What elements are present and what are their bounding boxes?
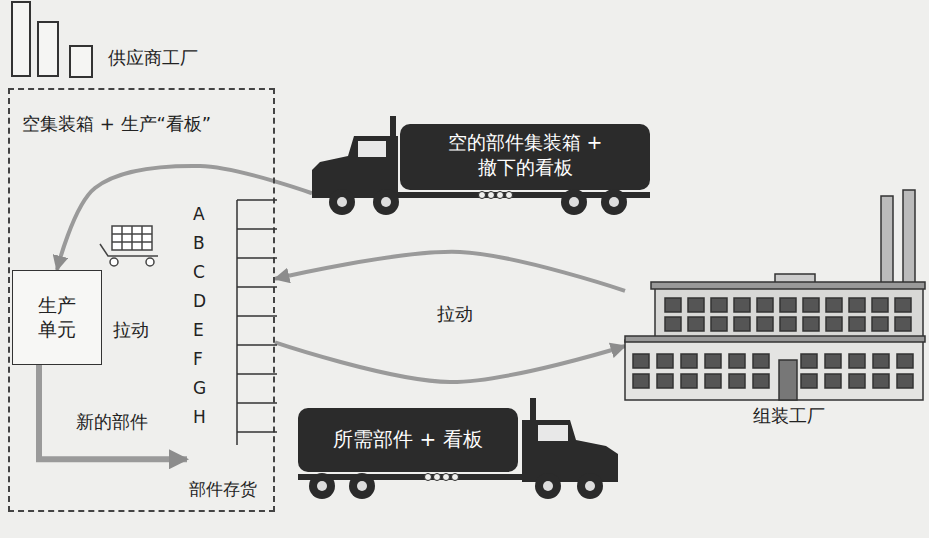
shelf-label: D xyxy=(193,291,206,311)
process-label: 生产 单元 xyxy=(36,294,78,342)
truck-empty-containers: 空的部件集装箱 + 撤下的看板 xyxy=(312,122,652,217)
heading: 供应商工厂 xyxy=(108,46,198,70)
plant-label: 组装工厂 xyxy=(753,404,825,428)
edge-label: 空集装箱 + 生产“看板” xyxy=(22,112,211,136)
supplier-factory-icon xyxy=(12,2,92,77)
factory-drawing xyxy=(625,190,925,400)
flow-arrow xyxy=(275,342,625,382)
shelf-label: C xyxy=(193,262,205,282)
shelf-label: A xyxy=(193,204,205,224)
edge-label: 新的部件 xyxy=(76,410,148,434)
supplier-plant-region: 生产 单元ABCDEFGH部件存货供应商工厂 xyxy=(8,88,275,512)
cart-icon xyxy=(100,226,158,266)
parts-shelf: ABCDEFGH 部件存货 xyxy=(187,200,277,505)
flow-arrow xyxy=(39,365,187,459)
truck-label: 空的部件集装箱 + 撤下的看板 xyxy=(445,130,605,179)
truck-parts: 所需部件 + 看板 xyxy=(298,398,620,502)
shelf-label: E xyxy=(193,320,204,340)
flow-label: 拉动 xyxy=(113,318,149,342)
shelf-label: F xyxy=(193,349,203,369)
truck-drawing xyxy=(298,398,618,499)
flow-label: 拉动 xyxy=(437,302,473,326)
assembly-plant-drawing xyxy=(625,190,925,430)
shelf-label: 部件存货 xyxy=(189,478,257,501)
truck-drawing xyxy=(312,116,650,215)
process-box: 生产 单元 xyxy=(12,270,102,365)
shelf-label: H xyxy=(193,407,206,427)
shelf-label: B xyxy=(193,233,205,253)
shelf-lines xyxy=(237,200,277,445)
assembly-plant: 组装工厂 xyxy=(625,190,925,430)
shelf-label: G xyxy=(193,378,206,398)
flow-arrow xyxy=(275,252,625,291)
truck-label: 所需部件 + 看板 xyxy=(318,426,498,453)
